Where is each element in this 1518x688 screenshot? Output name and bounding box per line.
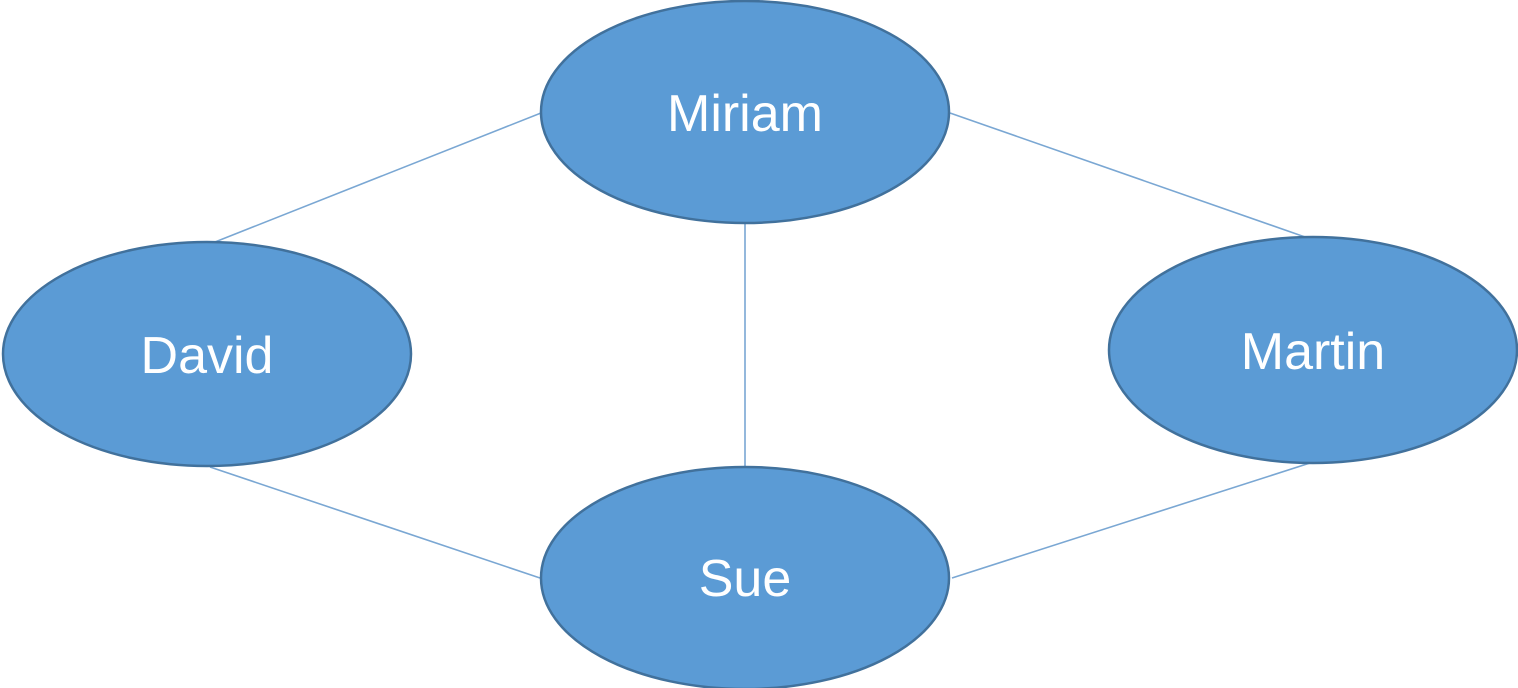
node-sue[interactable]: Sue — [539, 465, 951, 688]
node-david[interactable]: David — [1, 240, 413, 468]
node-david-shape — [1, 240, 413, 468]
edge-miriam-martin — [949, 112, 1306, 238]
edge-david-sue — [209, 466, 541, 579]
node-martin-label: Martin — [1241, 323, 1385, 381]
edges — [209, 112, 1311, 579]
node-sue-label: Sue — [699, 550, 792, 608]
node-miriam-shape — [539, 0, 951, 225]
node-sue-shape — [539, 465, 951, 688]
node-miriam-label: Miriam — [667, 85, 823, 143]
node-miriam[interactable]: Miriam — [539, 0, 951, 225]
edge-martin-sue — [951, 462, 1311, 579]
node-martin-shape — [1107, 235, 1518, 465]
node-martin[interactable]: Martin — [1107, 235, 1518, 465]
edge-miriam-david — [214, 112, 542, 243]
node-david-label: David — [141, 327, 274, 385]
